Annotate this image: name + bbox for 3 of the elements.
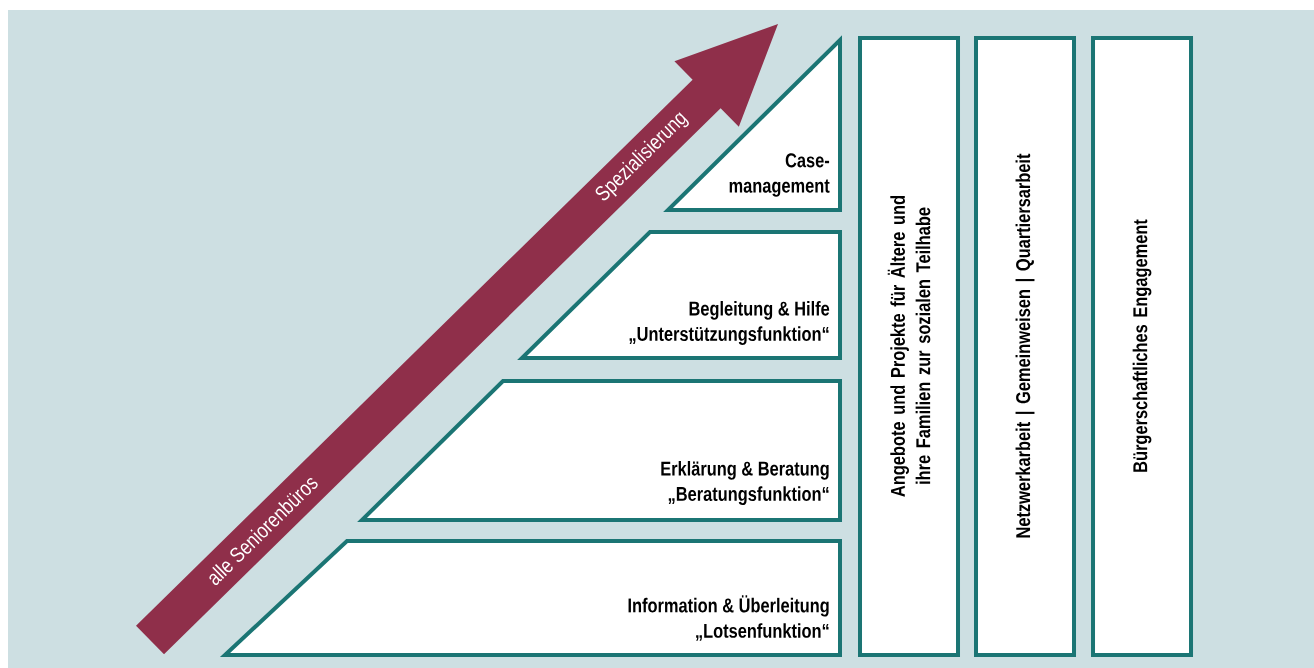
column-box: Bürgerschaftliches Engagement: [1091, 36, 1193, 657]
column-box: Angebote und Projekte für Ältere und ihre Familien zur sozialen Teilhabe: [858, 36, 960, 657]
column-box: Netzwerkarbeit | Gemeinweisen | Quartiersarbeit: [974, 36, 1076, 657]
